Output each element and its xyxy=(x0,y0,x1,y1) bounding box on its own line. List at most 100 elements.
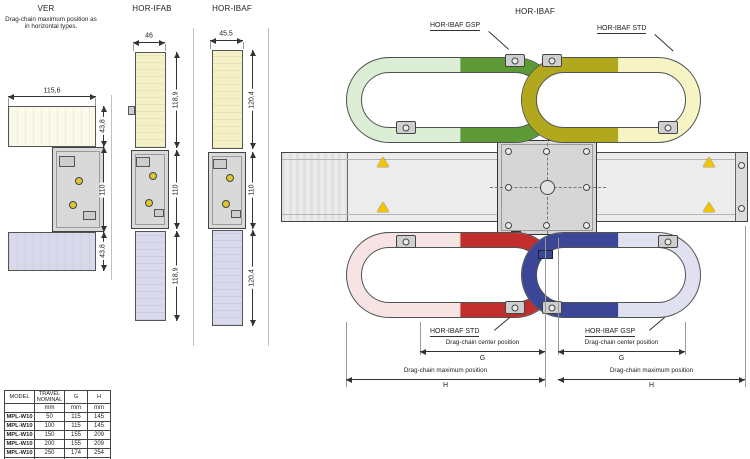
col-header-g: G xyxy=(64,390,88,404)
bolt-icon xyxy=(69,201,77,209)
table-row: MPL-W10 100 115 145 xyxy=(4,421,111,431)
ibaf-drag-chain-bottom xyxy=(212,230,243,326)
dim-label-ibafside-mid: 110 xyxy=(248,182,256,198)
extension-line xyxy=(243,42,244,49)
dim-symbol-h-left: H xyxy=(442,382,449,389)
warning-triangle-icon xyxy=(703,157,715,167)
label-hor-ibaf-gsp-bottom: HOR-IBAF GSP xyxy=(585,328,636,337)
bolt-icon xyxy=(543,148,550,155)
carriage-detail xyxy=(154,209,164,217)
loop-hole xyxy=(361,247,543,303)
dim-line-ifab-width xyxy=(133,39,165,46)
ver-drag-chain-top xyxy=(8,106,96,147)
extension-line xyxy=(210,42,211,49)
table-row: MPL-W10 250 174 254 xyxy=(4,448,111,458)
dim-label-ver-top: 43,8 xyxy=(99,117,107,135)
dim-label-ifab-mid: 110 xyxy=(172,182,180,198)
table-row: MPL-W10 50 115 145 xyxy=(4,412,111,422)
cell-g: 155 xyxy=(64,430,88,440)
unit-cell: mm xyxy=(34,403,65,413)
warning-triangle-icon xyxy=(377,157,389,167)
extension-line xyxy=(745,226,746,387)
leader-line xyxy=(649,317,665,331)
chain-bracket-icon xyxy=(658,235,678,248)
dim-label-ifab-bottom: 118,9 xyxy=(172,265,180,287)
ifab-connector xyxy=(128,106,135,115)
carriage-detail xyxy=(136,157,150,167)
extension-line xyxy=(111,95,112,280)
extension-line xyxy=(346,322,347,387)
bolt-icon xyxy=(738,162,745,169)
extension-line xyxy=(8,98,9,106)
extension-line xyxy=(268,28,269,346)
loop-hole xyxy=(361,72,543,128)
cell-model: MPL-W10 xyxy=(4,439,35,449)
cell-travel: 250 xyxy=(34,448,65,458)
dim-label-ibafside-bottom: 120,4 xyxy=(248,267,256,289)
dim-line-g-left xyxy=(420,348,545,355)
dim-label-ifab-width: 46 xyxy=(143,32,155,40)
dim-line-ver-width xyxy=(8,93,96,100)
unit-cell: mm xyxy=(64,403,88,413)
ifab-carriage xyxy=(131,150,169,229)
bolt-icon xyxy=(145,199,153,207)
cell-model: MPL-W10 xyxy=(4,412,35,422)
motor-section xyxy=(282,153,348,221)
center-bore xyxy=(540,180,555,195)
chain-bracket-icon xyxy=(658,121,678,134)
bolt-icon xyxy=(583,148,590,155)
cell-h: 254 xyxy=(87,448,111,458)
cell-travel: 50 xyxy=(34,412,65,422)
dim-label-ver-bottom: 43,8 xyxy=(99,242,107,260)
hor-ifab-title: HOR-IFAB xyxy=(132,4,172,13)
label-hor-ibaf-std-bottom: HOR-IBAF STD xyxy=(430,328,480,337)
cell-h: 145 xyxy=(87,412,111,422)
cell-h: 209 xyxy=(87,430,111,440)
bolt-icon xyxy=(738,205,745,212)
dim-label-ibafside-top: 120,4 xyxy=(248,89,256,111)
cell-travel: 150 xyxy=(34,430,65,440)
top-view-carriage xyxy=(490,133,606,244)
label-hor-ibaf-gsp-top: HOR-IBAF GSP xyxy=(430,22,481,31)
dim-line-h-right xyxy=(558,376,745,383)
col-header-travel-line1: TRAVEL xyxy=(38,391,61,397)
table-row: MPL-W10 200 155 209 xyxy=(4,439,111,449)
table-row: MPL-W10 150 155 209 xyxy=(4,430,111,440)
ver-note: Drag-chain maximum position as in horizo… xyxy=(5,16,97,31)
unit-cell-empty xyxy=(4,403,35,413)
ibaf-drag-chain-top xyxy=(212,50,243,149)
unit-cell: mm xyxy=(87,403,111,413)
dim-label-ver-width: 115,6 xyxy=(41,87,63,95)
bolt-icon xyxy=(543,222,550,229)
dim-label-ver-mid: 110 xyxy=(99,182,107,198)
cell-h: 209 xyxy=(87,439,111,449)
chain-bracket-icon xyxy=(542,301,562,314)
cell-g: 174 xyxy=(64,448,88,458)
extension-line xyxy=(193,28,194,346)
bolt-icon xyxy=(583,184,590,191)
dim-label-ibaf-width: 45,5 xyxy=(217,30,235,38)
cell-model: MPL-W10 xyxy=(4,430,35,440)
extension-line xyxy=(95,98,96,106)
dim-text-center-right: Drag-chain center position xyxy=(584,339,659,346)
col-header-travel-line2: NOMINAL xyxy=(36,397,63,403)
dim-symbol-g-left: G xyxy=(479,355,486,362)
spec-table: MODEL TRAVEL NOMINAL G H mm mm mm MPL-W1… xyxy=(4,390,111,459)
extension-line xyxy=(165,44,166,51)
loop-hole xyxy=(536,247,686,303)
dim-symbol-g-right: G xyxy=(618,355,625,362)
dim-label-ifab-top: 118,9 xyxy=(172,89,180,111)
ver-carriage xyxy=(52,147,104,232)
dim-text-max-left: Drag-chain maximum position xyxy=(403,367,488,374)
carriage-plate xyxy=(212,156,242,225)
bolt-icon xyxy=(505,222,512,229)
warning-triangle-icon xyxy=(377,202,389,212)
table-header-row: MODEL TRAVEL NOMINAL G H xyxy=(4,390,111,404)
dim-symbol-h-right: H xyxy=(648,382,655,389)
extension-line xyxy=(420,322,421,355)
carriage-detail xyxy=(83,211,96,220)
dim-line-h-left xyxy=(346,376,545,383)
chain-bracket-icon xyxy=(542,54,562,67)
carriage-detail xyxy=(213,159,227,169)
cell-g: 155 xyxy=(64,439,88,449)
